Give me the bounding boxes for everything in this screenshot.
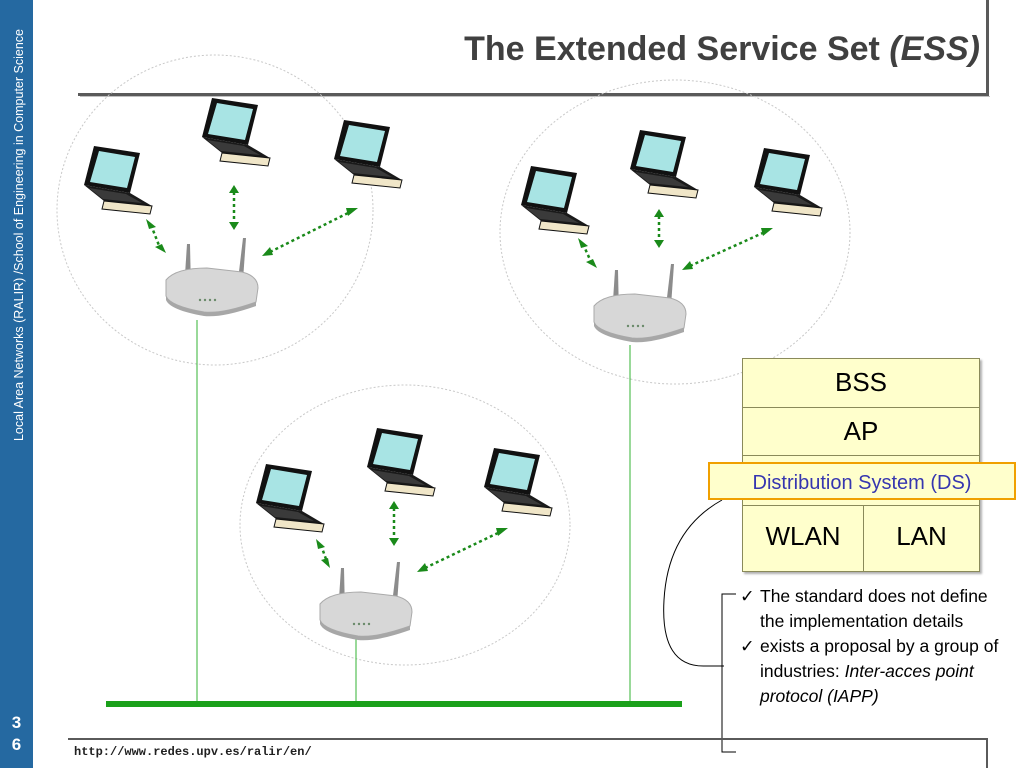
laptop-icon bbox=[83, 145, 153, 215]
checkmark-icon: ✓ bbox=[740, 586, 755, 606]
notes-bracket bbox=[721, 593, 736, 753]
note-item-2: ✓ exists a proposal by a group of indust… bbox=[740, 634, 1016, 709]
page-number: 3 6 bbox=[0, 712, 33, 756]
note-2-text: exists a proposal by a group of industri… bbox=[760, 636, 999, 681]
access-point-icon bbox=[165, 237, 259, 317]
notes: ✓ The standard does not define the imple… bbox=[740, 584, 1016, 709]
laptop-icon bbox=[753, 147, 823, 217]
stack-wlan: WLAN bbox=[765, 521, 841, 551]
stack-ap: AP bbox=[843, 416, 879, 446]
wireless-links bbox=[146, 185, 773, 572]
page-number-digit-1: 3 bbox=[11, 713, 22, 732]
stack-divider-vertical bbox=[863, 505, 864, 571]
title-rule-shadow bbox=[80, 96, 990, 97]
link-1a bbox=[149, 224, 162, 249]
page-title: The Extended Service Set (ESS) bbox=[464, 30, 980, 69]
page-title-emphasis: (ESS) bbox=[889, 30, 980, 68]
access-point-icon bbox=[593, 263, 687, 343]
footer-vertical-rule bbox=[986, 738, 988, 768]
ds-callout-line bbox=[663, 499, 724, 667]
laptop-icon bbox=[483, 447, 553, 517]
sidebar: Local Area Networks (RALIR) /School of E… bbox=[0, 0, 33, 768]
note-item-1: ✓ The standard does not define the imple… bbox=[740, 584, 1016, 634]
link-3c bbox=[424, 530, 501, 570]
bss-cell-3 bbox=[239, 384, 571, 666]
stack-divider-2 bbox=[743, 455, 979, 456]
link-2c bbox=[689, 230, 766, 268]
distribution-system-label: Distribution System (DS) bbox=[708, 462, 1016, 500]
stack-divider-1 bbox=[743, 407, 979, 408]
note-2-emphasis: Inter-acces point protocol (IAPP) bbox=[760, 661, 974, 706]
bss-cell-2 bbox=[499, 79, 851, 385]
bss-cell-1 bbox=[56, 54, 374, 366]
access-point-icon bbox=[319, 561, 413, 641]
page-title-main: The Extended Service Set bbox=[464, 30, 890, 68]
laptop-icon bbox=[520, 165, 590, 235]
title-vertical-rule bbox=[986, 0, 989, 96]
checkmark-icon: ✓ bbox=[740, 636, 755, 656]
laptop-icon bbox=[255, 463, 325, 533]
link-1c bbox=[269, 210, 351, 254]
title-rule bbox=[78, 93, 988, 96]
laptop-icon bbox=[333, 119, 403, 189]
stack-bss: BSS bbox=[834, 367, 888, 397]
footer-url: http://www.redes.upv.es/ralir/en/ bbox=[74, 745, 312, 759]
laptop-icon bbox=[629, 129, 699, 199]
stack-divider-3 bbox=[743, 505, 979, 506]
footer-rule bbox=[68, 738, 988, 740]
note-1-text: The standard does not define the impleme… bbox=[760, 586, 988, 631]
page-number-digit-2: 6 bbox=[11, 735, 22, 754]
laptop-icon bbox=[201, 97, 271, 167]
stack-lan: LAN bbox=[896, 521, 947, 551]
laptop-icon bbox=[366, 427, 436, 497]
